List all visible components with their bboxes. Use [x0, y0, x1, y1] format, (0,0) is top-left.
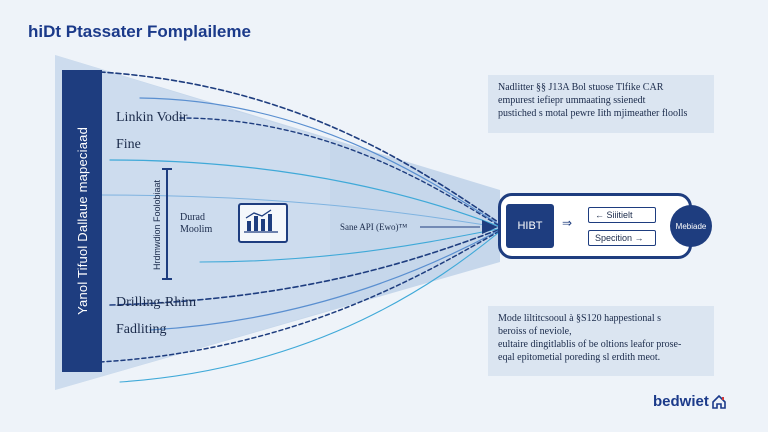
flow-line: [139, 97, 499, 225]
info-bottom-line: eultaire dingitlablis of be oltions leaf…: [498, 339, 682, 350]
side-panel: [62, 70, 102, 372]
flow-line: [149, 230, 499, 331]
pipeline-box-siiitielt[interactable]: ← Siiitielt: [588, 207, 656, 223]
flow-line: [99, 194, 499, 228]
info-top-line: empurest iefiepr ummaating ssienedt: [498, 95, 646, 106]
info-bottom-line: eqal epitometial poreding sl erdith meot…: [498, 352, 661, 363]
funnel-highlight: [55, 55, 330, 390]
label-fadliting: Fadliting: [116, 322, 167, 337]
side-panel-label: Yanol Tifuol Dallaue mapeciaad: [74, 127, 90, 315]
flow-line: [119, 232, 499, 383]
flow-line: [109, 229, 499, 306]
hibt-node[interactable]: HIBT: [506, 204, 554, 248]
pipeline-box-specition[interactable]: Specition →: [588, 230, 656, 246]
double-arrow-icon: ⇒: [562, 216, 573, 230]
mebiade-node[interactable]: Mebiade: [670, 205, 712, 247]
label-drilling: Drilling‐Rhim: [116, 295, 197, 310]
side-panel-label-wrap: Yanol Tifuol Dallaue mapeciaad: [62, 70, 102, 372]
info-top-line: pustiched s motal pewre Iith mjimeather …: [498, 108, 688, 119]
flow-line: [199, 228, 499, 263]
info-box-top: Nadlitter §§ J13A Bol stuose Tlfike CAR …: [488, 75, 714, 133]
home-icon: [712, 394, 726, 409]
flow-line: [99, 71, 499, 223]
label-moolim: Moolim: [180, 224, 213, 235]
flow-line: [99, 231, 499, 363]
brand-name: bedwiet: [653, 393, 709, 410]
flow-line: [179, 117, 499, 226]
flow-line: [109, 159, 499, 227]
info-bottom-line: Mode liltitcsooul à §S120 happestional s: [498, 313, 662, 324]
info-bottom-line: beroiss of neviole,: [498, 326, 572, 337]
info-box-bottom: Mode liltitcsooul à §S120 happestional s…: [488, 306, 714, 376]
brand-logo: bedwiet: [653, 393, 726, 410]
bracket-label: Hrdmwdion Foolobiaat: [152, 179, 162, 271]
chart-icon: [238, 203, 288, 243]
label-sane-api: Sane API (Ewo)™: [340, 222, 408, 232]
bracket: [162, 168, 172, 280]
label-durad: Durad: [180, 212, 205, 223]
label-fine: Fine: [116, 137, 141, 152]
info-top-line: Nadlitter §§ J13A Bol stuose Tlfike CAR: [498, 82, 664, 93]
connector-arrowhead: [482, 220, 498, 234]
bracket-label-wrap: Hrdmwdion Foolobiaat: [150, 178, 164, 272]
label-linkin: Linkin Vodir: [116, 110, 188, 125]
page-title: hiDt Ptassater Fomplaileme: [28, 22, 251, 41]
